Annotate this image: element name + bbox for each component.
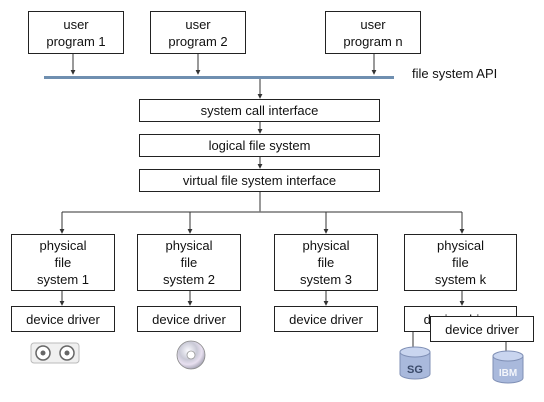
logical-file-system-box: logical file system (139, 134, 380, 157)
physical-file-system-1-box: physical file system 1 (11, 234, 115, 291)
user-program-n-box: user program n (325, 11, 421, 54)
user-program-2-box: user program 2 (150, 11, 246, 54)
device-driver-1-box: device driver (11, 306, 115, 332)
file-system-api-bar (44, 76, 394, 79)
device-driver-3-box: device driver (274, 306, 378, 332)
sg-disk-cylinder-icon (398, 346, 432, 380)
device-driver-overlay-box: device driver (430, 316, 534, 342)
file-system-api-label: file system API (412, 66, 498, 81)
physical-file-system-2-box: physical file system 2 (137, 234, 241, 291)
physical-file-system-3-box: physical file system 3 (274, 234, 378, 291)
tape-reels-icon (30, 342, 80, 364)
user-program-1-box: user program 1 (28, 11, 124, 54)
device-driver-2-box: device driver (137, 306, 241, 332)
ibm-label: IBM (498, 368, 518, 379)
ibm-disk-cylinder-icon (491, 350, 525, 384)
physical-file-system-k-box: physical file system k (404, 234, 517, 291)
virtual-file-system-interface-box: virtual file system interface (139, 169, 380, 192)
cd-disc-icon (176, 340, 206, 370)
sg-label: SG (407, 364, 423, 376)
system-call-interface-box: system call interface (139, 99, 380, 122)
